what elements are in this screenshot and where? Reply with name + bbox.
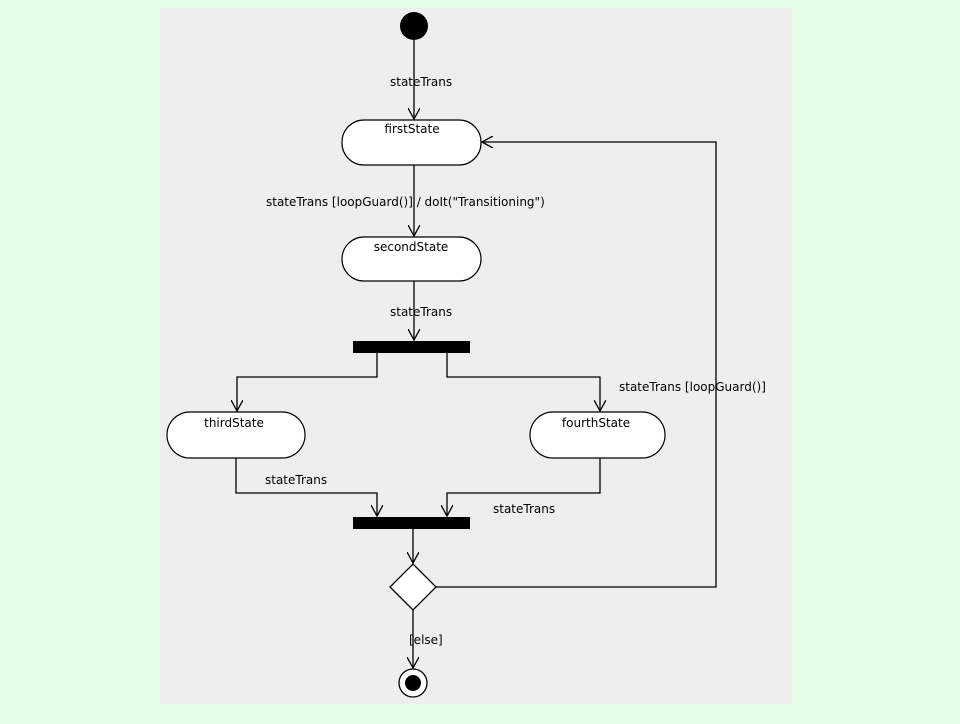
initial-node: [400, 12, 428, 40]
state-second[interactable]: secondState: [341, 236, 482, 282]
state-first[interactable]: firstState: [341, 119, 482, 166]
transition-third-to-join: [235, 458, 377, 516]
diagram-canvas: [160, 8, 792, 704]
transition-fourth-to-join: [447, 458, 601, 516]
final-node: [398, 668, 428, 698]
state-first-label: firstState: [384, 122, 439, 136]
label-decision-to-final: [else]: [409, 633, 443, 647]
transition-fork-to-third: [237, 353, 378, 411]
state-fourth[interactable]: fourthState: [529, 411, 666, 459]
label-second-to-fork: stateTrans: [390, 305, 452, 319]
transition-decision-loop-to-first: [436, 142, 717, 588]
label-third-to-join: stateTrans: [265, 473, 327, 487]
label-fourth-to-join: stateTrans: [493, 502, 555, 516]
fork-bar: [353, 341, 470, 353]
state-second-label: secondState: [374, 240, 449, 254]
state-fourth-label: fourthState: [562, 416, 630, 430]
label-first-to-second: stateTrans [loopGuard()] / doIt("Transit…: [266, 195, 545, 209]
label-fork-to-fourth: stateTrans [loopGuard()]: [619, 380, 766, 394]
state-third-label: thirdState: [204, 416, 264, 430]
join-bar: [353, 517, 470, 529]
label-initial-transition: stateTrans: [390, 75, 452, 89]
transition-fork-to-fourth: [446, 353, 600, 411]
state-third[interactable]: thirdState: [166, 411, 306, 459]
